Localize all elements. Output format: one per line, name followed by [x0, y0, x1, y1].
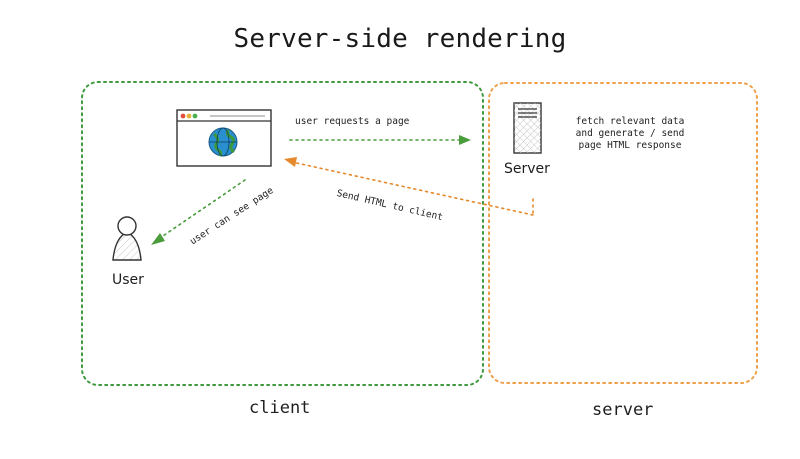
request-arrow [289, 135, 471, 145]
browser-window-globe-icon [176, 109, 272, 167]
server-node-label: Server [504, 161, 550, 177]
server-region [488, 82, 758, 384]
server-tower-icon [513, 102, 542, 154]
server-note: fetch relevant data and generate / send … [575, 116, 685, 151]
diagram-title: Server-side rendering [233, 24, 567, 54]
response-arrow [284, 157, 534, 216]
request-edge-label: user requests a page [295, 116, 410, 127]
client-region-label: client [249, 398, 311, 418]
server-region-label: server [592, 400, 654, 420]
user-node-label: User [112, 272, 144, 288]
view-arrow [151, 179, 246, 245]
client-region [81, 81, 484, 386]
user-person-icon [112, 216, 142, 261]
